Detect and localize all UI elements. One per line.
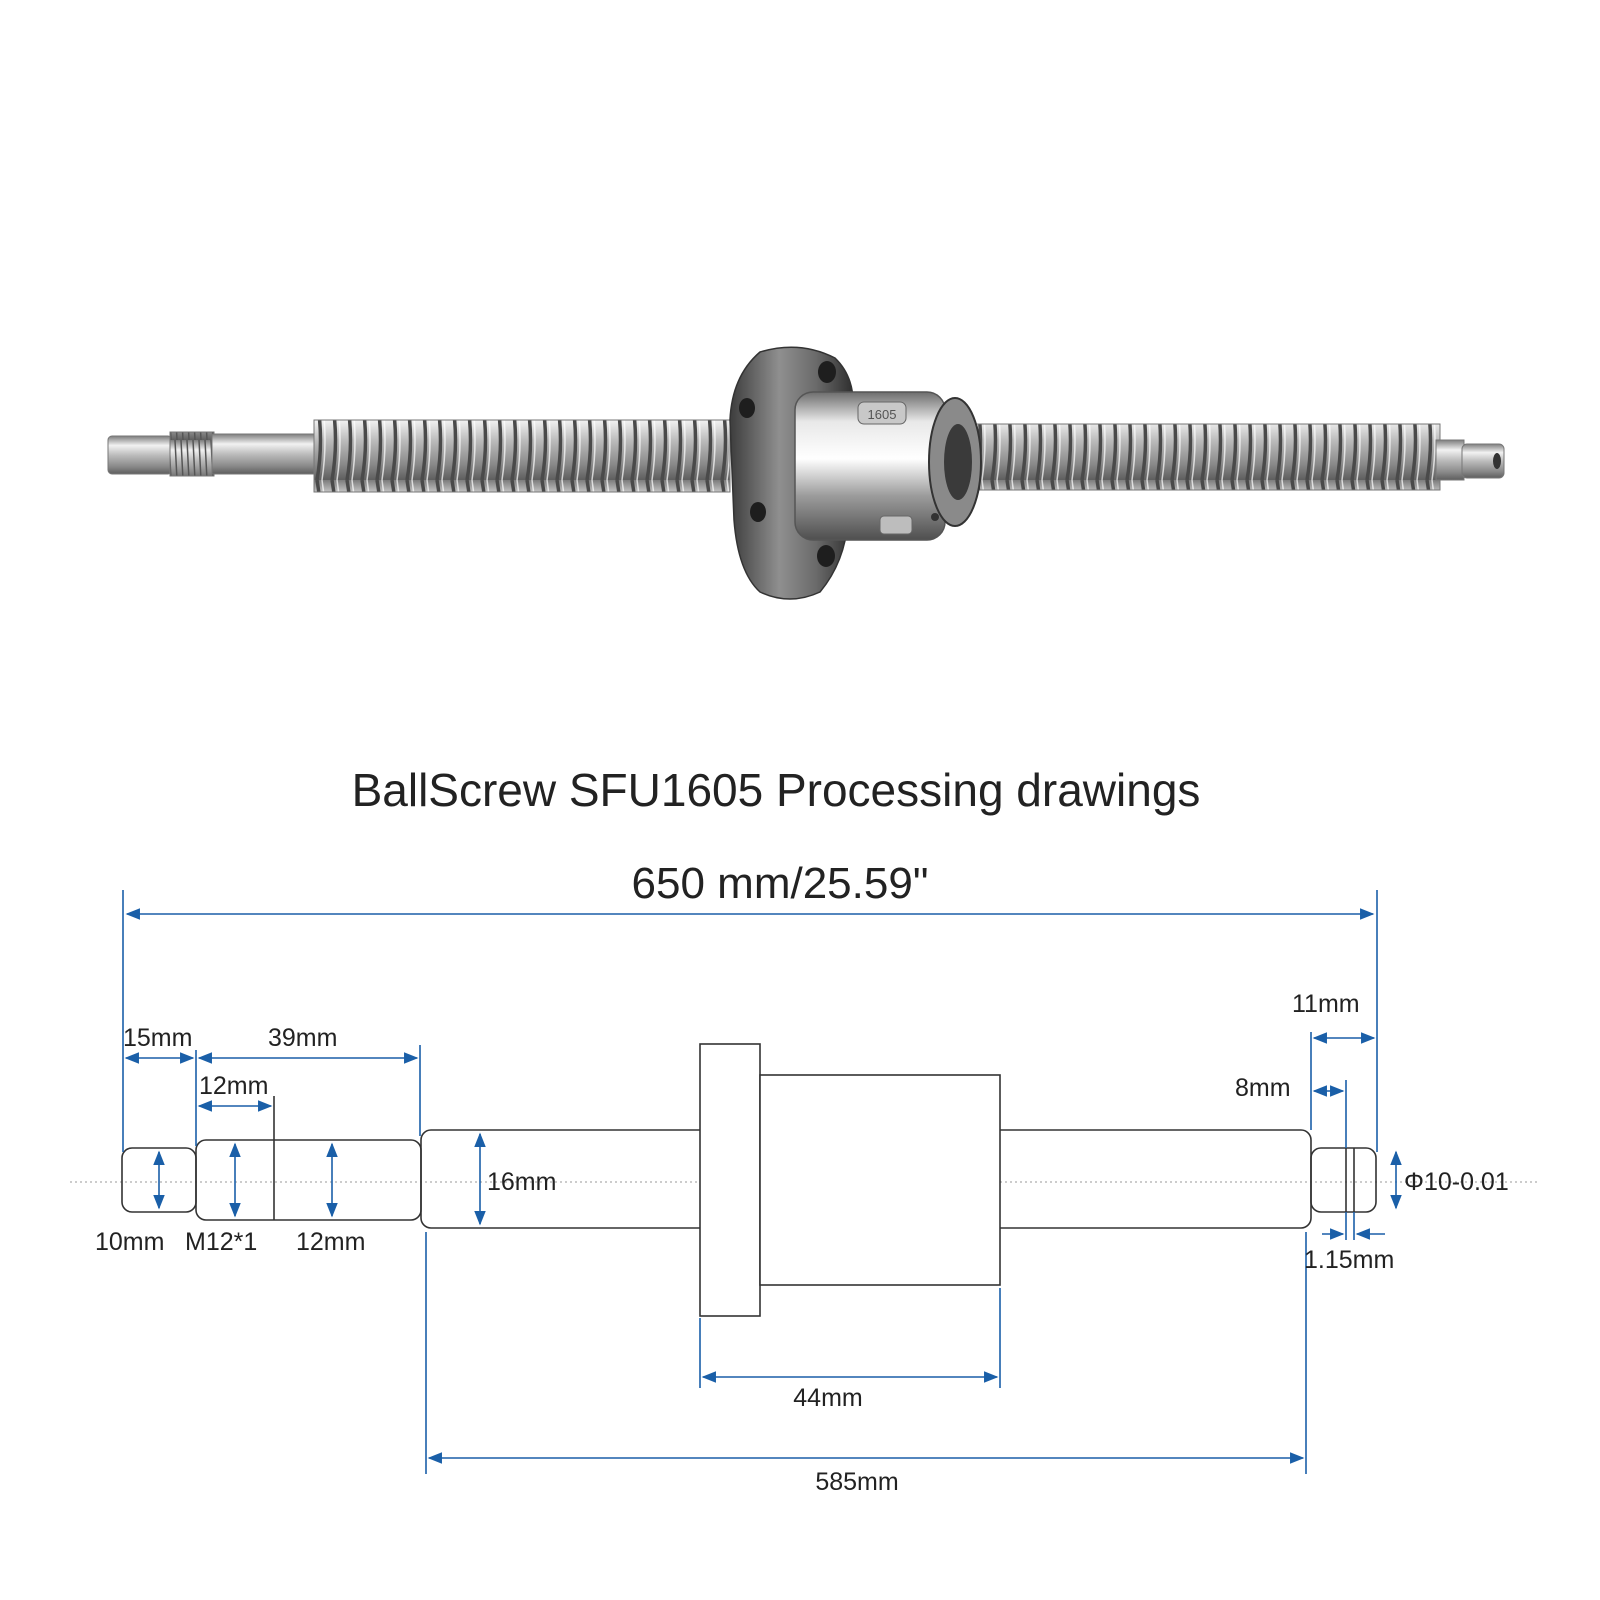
label-8mm: 8mm	[1235, 1074, 1291, 1102]
label-39mm: 39mm	[268, 1024, 337, 1052]
dimension-lines	[124, 908, 1402, 1464]
nut-oil-hole	[931, 513, 939, 521]
shaft-center-hole	[1493, 453, 1501, 469]
label-m12: M12*1	[185, 1228, 257, 1256]
label-15mm: 15mm	[123, 1024, 192, 1052]
outline-nut-body	[759, 1074, 1001, 1286]
screw-thread-right	[949, 423, 1441, 491]
label-16mm: 16mm	[487, 1168, 556, 1196]
ballscrew-photo: 1605	[107, 346, 1505, 600]
flange-hole-mid	[739, 398, 755, 418]
drawing: 15mm 39mm 12mm 10mm M12*1 12mm 16mm 44mm…	[70, 890, 1540, 1496]
outline-thread-section	[195, 1139, 422, 1221]
shaft-right-step	[1435, 439, 1465, 481]
nut-end-bore	[944, 424, 972, 500]
total-length-label: 650 mm/25.59"	[632, 859, 929, 908]
shaft-left-plain	[211, 433, 317, 475]
nut-marking: 1605	[868, 407, 897, 422]
label-1-15mm: 1.15mm	[1304, 1246, 1394, 1274]
label-44mm: 44mm	[793, 1384, 862, 1412]
shaft-left-thread	[169, 431, 215, 477]
screw-thread-left	[313, 419, 731, 493]
dimension-labels: 15mm 39mm 12mm 10mm M12*1 12mm 16mm 44mm…	[95, 990, 1509, 1496]
outline-right-journal	[1310, 1147, 1377, 1213]
label-phi10: Φ10-0.01	[1404, 1168, 1509, 1196]
extension-lines	[122, 890, 1378, 1474]
label-12mm-thread: 12mm	[199, 1072, 268, 1100]
flange-hole-bottom	[817, 545, 835, 567]
nut-outline	[699, 1043, 1001, 1317]
label-11mm: 11mm	[1292, 990, 1360, 1018]
flange-hole-top	[818, 361, 836, 383]
label-585mm: 585mm	[815, 1468, 898, 1496]
shaft-right-journal	[1461, 443, 1505, 479]
flange-hole-low	[750, 502, 766, 522]
shaft-left-journal	[107, 435, 173, 475]
label-12mm-dia: 12mm	[296, 1228, 365, 1256]
nut-wiper	[879, 515, 913, 535]
label-10mm: 10mm	[95, 1228, 164, 1256]
nut-marking-plate	[857, 401, 907, 425]
diagram-title: BallScrew SFU1605 Processing drawings	[352, 764, 1201, 816]
outline-nut-flange	[699, 1043, 761, 1317]
